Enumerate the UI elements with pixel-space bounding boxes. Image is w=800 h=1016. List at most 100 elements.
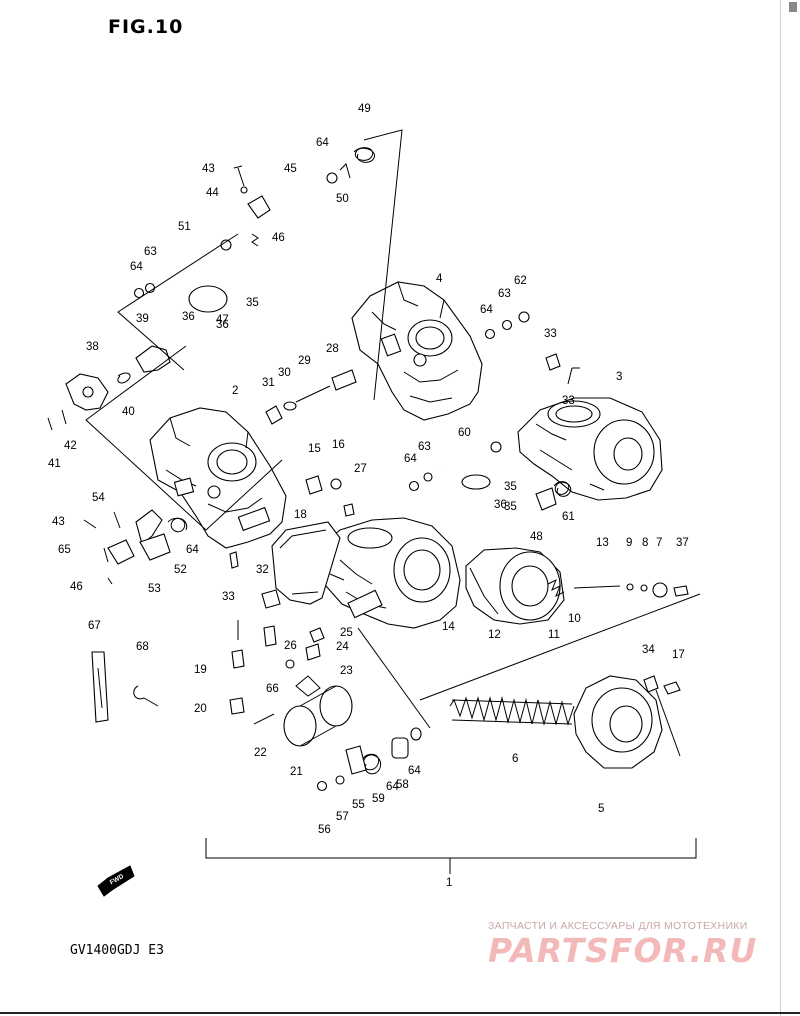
callout-56: 56 <box>318 824 331 836</box>
callout-66: 66 <box>266 683 279 695</box>
callout-29: 29 <box>298 355 311 367</box>
lever-38-39 <box>47 345 171 431</box>
shaft-45-assembly <box>233 165 338 247</box>
callout-63: 63 <box>498 288 511 300</box>
callout-24: 24 <box>336 641 349 653</box>
throttle-valve-disc-2 <box>461 474 491 490</box>
callout-49: 49 <box>358 103 371 115</box>
needle-13 <box>573 585 621 589</box>
lever-47 <box>535 487 557 511</box>
callout-52: 52 <box>174 564 187 576</box>
callout-42: 42 <box>64 440 77 452</box>
spring-6 <box>449 696 575 726</box>
pin-22 <box>253 713 275 725</box>
callout-31: 31 <box>262 377 275 389</box>
cap-16 <box>330 478 342 490</box>
callout-27: 27 <box>354 463 367 475</box>
bracket-55 <box>345 745 367 775</box>
jet-20 <box>229 697 245 715</box>
carburetor-body-3 <box>517 397 663 501</box>
callout-36: 36 <box>182 311 195 323</box>
callout-48: 48 <box>530 531 543 543</box>
screw-33-right <box>545 353 561 371</box>
watermark-tagline: ЗАПЧАСТИ И АКСЕССУАРЫ ДЛЯ МОТОТЕХНИКИ <box>488 920 748 932</box>
callout-41: 41 <box>48 458 61 470</box>
cap-58 <box>391 737 409 759</box>
callout-51: 51 <box>178 221 191 233</box>
jet-19 <box>231 649 245 669</box>
callout-64: 64 <box>130 261 143 273</box>
group-outline-center <box>237 593 701 729</box>
callout-10: 10 <box>568 613 581 625</box>
page-border-bottom <box>0 1012 800 1014</box>
callout-33: 33 <box>562 395 575 407</box>
clip-49 <box>339 163 351 179</box>
clip-68 <box>133 685 159 707</box>
callout-14: 14 <box>442 621 455 633</box>
washer-9 <box>626 583 634 591</box>
callout-45: 45 <box>284 163 297 175</box>
callout-40: 40 <box>122 406 135 418</box>
callout-63: 63 <box>418 441 431 453</box>
callout-64: 64 <box>316 137 329 149</box>
carburetor-body-4 <box>351 281 483 421</box>
screw-27 <box>343 503 355 517</box>
callout-62: 62 <box>514 275 527 287</box>
callout-28: 28 <box>326 343 339 355</box>
model-code: GV1400GDJ E3 <box>70 943 164 958</box>
washer-8 <box>640 584 648 592</box>
carburetor-body-2 <box>149 407 287 549</box>
screw-17 <box>663 681 681 695</box>
callout-16: 16 <box>332 439 345 451</box>
callout-30: 30 <box>278 367 291 379</box>
callout-46: 46 <box>70 581 83 593</box>
washer-62 <box>518 311 530 323</box>
callout-35: 35 <box>504 501 517 513</box>
oring-64-lower <box>410 727 422 741</box>
callout-55: 55 <box>352 799 365 811</box>
callout-67: 67 <box>88 620 101 632</box>
callout-23: 23 <box>340 665 353 677</box>
group-outline-top <box>117 129 403 401</box>
gasket-plate-18 <box>271 521 341 605</box>
linkage-parts-left <box>83 509 188 585</box>
callout-65: 65 <box>58 544 71 556</box>
figure-title: FIG.10 <box>108 16 184 38</box>
spring-11 <box>547 578 565 598</box>
callout-33: 33 <box>222 591 235 603</box>
callout-25: 25 <box>340 627 353 639</box>
watermark-logo: PARTSFOR.RU <box>488 931 758 970</box>
callout-4: 4 <box>436 273 443 285</box>
callout-54: 54 <box>92 492 105 504</box>
callout-64: 64 <box>404 453 417 465</box>
screw-34 <box>643 675 659 693</box>
screw-15 <box>305 475 323 495</box>
carburetor-body-center <box>317 517 461 629</box>
callout-33: 33 <box>544 328 557 340</box>
group-outline-left <box>85 345 283 531</box>
callout-11: 11 <box>548 629 560 641</box>
callout-8: 8 <box>642 537 648 549</box>
callout-18: 18 <box>294 509 307 521</box>
jet-25 <box>309 627 325 643</box>
callout-64: 64 <box>408 765 421 777</box>
corner-mark <box>789 2 797 12</box>
callout-46: 46 <box>272 232 285 244</box>
washer-57 <box>335 775 345 785</box>
callout-26: 26 <box>284 640 297 652</box>
callout-43: 43 <box>202 163 215 175</box>
callout-35: 35 <box>504 481 517 493</box>
callout-61: 61 <box>562 511 575 523</box>
callout-57: 57 <box>336 811 349 823</box>
callout-37: 37 <box>676 537 689 549</box>
throttle-valve-disc <box>188 285 228 313</box>
leader-33 <box>567 367 580 385</box>
washer-64-right <box>484 328 496 340</box>
callout-17: 17 <box>672 649 685 661</box>
callout-64: 64 <box>386 781 399 793</box>
screw-32 <box>261 589 281 609</box>
jet-needle-28-31 <box>265 369 357 425</box>
